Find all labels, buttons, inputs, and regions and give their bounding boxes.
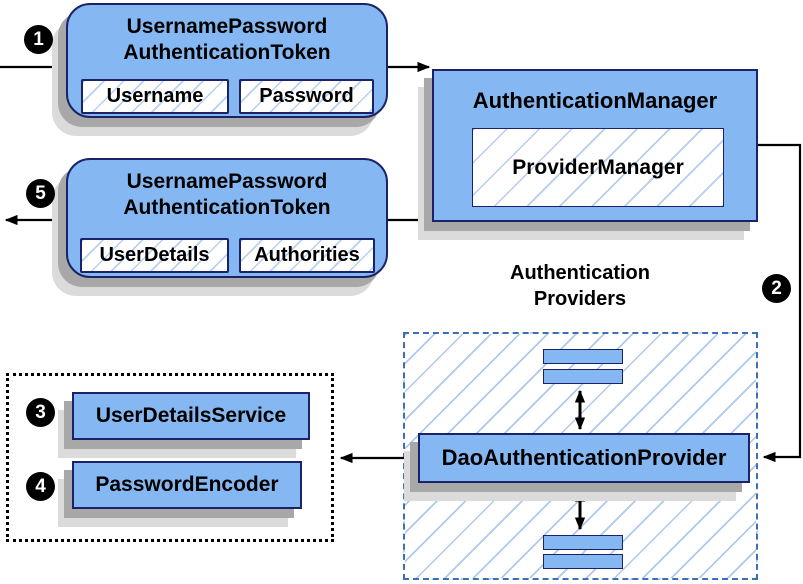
dao-authentication-provider-box: DaoAuthenticationProvider [418, 433, 750, 483]
authentication-providers-label-line1: Authentication [510, 262, 650, 284]
request-token-title-line1: UsernamePassword [126, 15, 328, 38]
authorities-field-box: Authorities [239, 238, 375, 273]
step-3-badge: 3 [26, 398, 55, 427]
provider-stub-bar-top-2 [543, 369, 623, 384]
username-field-box: Username [81, 79, 229, 114]
request-token-title: UsernamePassword AuthenticationToken [68, 5, 386, 66]
password-encoder-box: PasswordEncoder [72, 461, 302, 509]
provider-stub-bar-top-1 [543, 349, 623, 364]
response-token-box: UsernamePassword AuthenticationToken Use… [66, 158, 388, 278]
step-5-badge: 5 [26, 179, 55, 208]
provider-stub-bar-bottom-2 [543, 554, 623, 569]
collaborators-container [6, 373, 334, 542]
step-4-badge: 4 [26, 472, 55, 501]
authentication-providers-label-line2: Providers [533, 288, 627, 310]
request-token-title-line2: AuthenticationToken [123, 41, 331, 64]
response-token-title: UsernamePassword AuthenticationToken [68, 160, 386, 221]
authentication-manager-title: AuthenticationManager [472, 88, 718, 113]
user-details-service-box: UserDetailsService [72, 392, 310, 440]
user-details-field-box: UserDetails [80, 238, 229, 273]
provider-stub-bar-bottom-1 [543, 535, 623, 550]
provider-manager-box: ProviderManager [472, 128, 724, 207]
response-token-title-line2: AuthenticationToken [123, 196, 331, 219]
password-field-box: Password [239, 79, 374, 114]
flow-arrow-manager-to-dao-provider [758, 143, 802, 463]
request-token-box: UsernamePassword AuthenticationToken Use… [66, 3, 388, 118]
authentication-manager-box: AuthenticationManager ProviderManager [432, 69, 758, 222]
step-1-badge: 1 [24, 25, 53, 54]
authentication-providers-label: Authentication Providers [455, 260, 705, 312]
step-2-badge: 2 [762, 274, 791, 303]
response-token-title-line1: UsernamePassword [126, 170, 328, 193]
